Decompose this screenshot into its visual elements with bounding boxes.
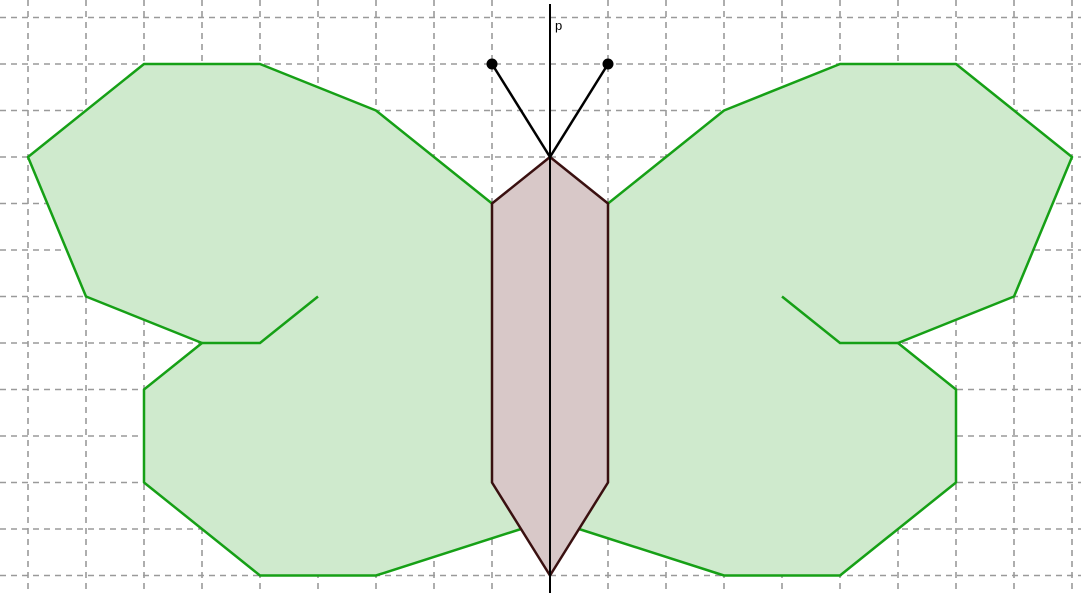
butterfly-shapes: p [26,4,1074,593]
left-antenna [490,63,552,158]
right-antenna-tip [602,58,614,70]
axis-label-p: p [555,18,562,33]
right-antenna [548,63,610,158]
left-wing-notch-line [202,295,319,345]
left-wing [26,62,523,577]
left-antenna-tip [486,58,498,70]
right-wing-notch-line [781,295,898,345]
right-wing [577,62,1074,577]
